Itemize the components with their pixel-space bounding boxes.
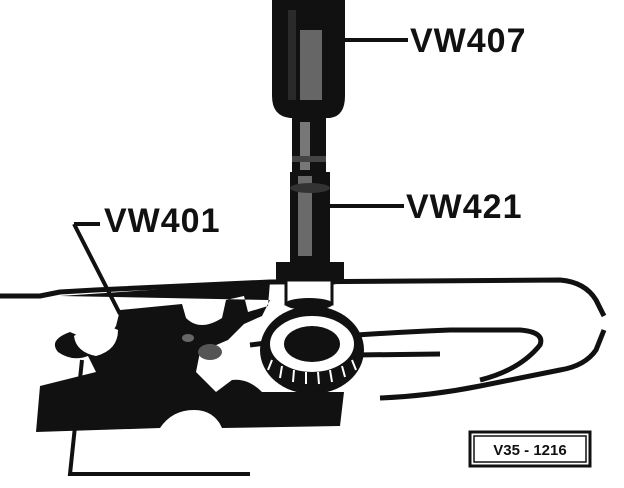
label-vw421: VW421 [406,188,523,226]
gear [260,306,364,394]
leader-lines [67,38,408,476]
press-tool-vw407 [272,0,345,118]
figure-reference: V35 - 1216 [468,430,592,468]
leader-bottom [67,359,250,476]
thrust-piece-vw421 [276,172,344,310]
base-plate-vw401 [36,282,344,432]
figure-ref-text: V35 - 1216 [493,442,566,459]
leader-vw401 [72,222,122,315]
label-vw407: VW407 [410,22,527,60]
connecting-rod [292,118,326,174]
label-vw401: VW401 [104,202,221,240]
